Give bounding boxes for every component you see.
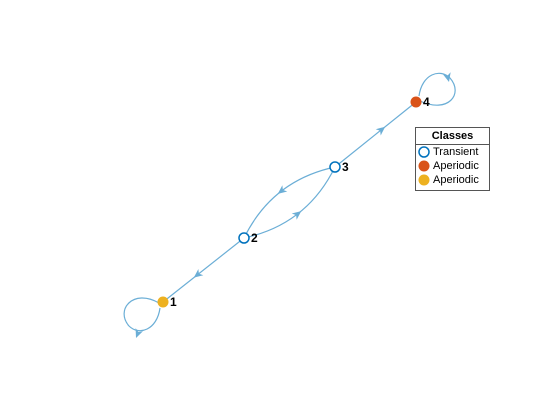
node-3 (329, 161, 341, 173)
edge-4-to-4-arrow (442, 72, 451, 82)
edge-1-to-1-arrow (135, 328, 144, 338)
node-4 (410, 96, 422, 108)
edge-3-to-2-arrow (277, 185, 288, 194)
legend-item-label: Transient (433, 146, 479, 158)
legend-title: Classes (416, 128, 489, 145)
node-4-label: 4 (423, 95, 430, 109)
edge-2-to-3-arrow (291, 211, 302, 220)
edge-2-to-3 (243, 166, 336, 239)
node-1 (157, 296, 169, 308)
hollow-circle-icon (418, 146, 430, 158)
filled-circle-icon (418, 160, 430, 172)
legend-item-aperiodic-yellow: Aperiodic (416, 173, 489, 187)
legend: Classes Transient Aperiodic Aperiodic (415, 127, 490, 191)
node-2 (238, 232, 250, 244)
legend-item-aperiodic-orange: Aperiodic (416, 159, 489, 173)
node-3-label: 3 (342, 160, 349, 174)
edge-3-to-2 (243, 166, 336, 239)
filled-circle-icon (418, 174, 430, 186)
edge-2-to-1-arrow (193, 268, 204, 278)
legend-item-transient: Transient (416, 145, 489, 159)
legend-item-label: Aperiodic (433, 160, 479, 172)
node-1-label: 1 (170, 295, 177, 309)
nodes-group: 1 2 3 4 (157, 95, 430, 309)
edges-group (123, 72, 456, 338)
node-2-label: 2 (251, 231, 258, 245)
edge-3-to-4-arrow (375, 126, 386, 136)
edge-1-to-1 (123, 297, 161, 332)
edge-4-to-4 (418, 72, 456, 106)
edge-2-to-1 (162, 237, 245, 303)
edge-3-to-4 (334, 101, 417, 168)
legend-item-label: Aperiodic (433, 174, 479, 186)
